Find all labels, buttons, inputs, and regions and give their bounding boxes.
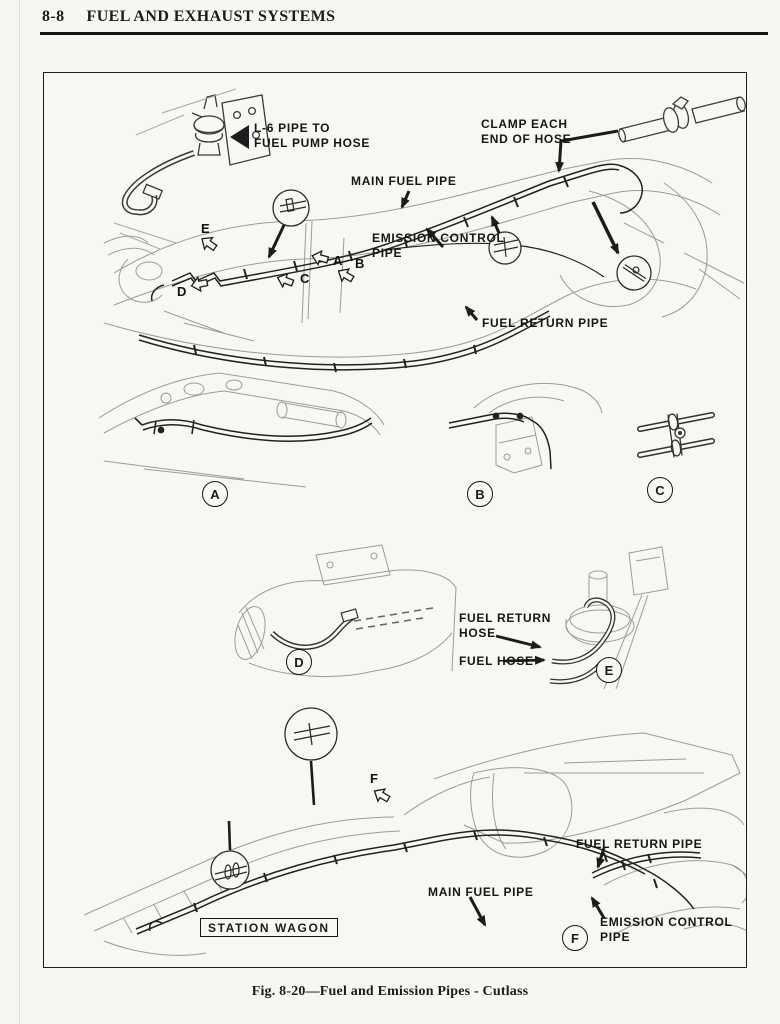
detail-view-e-hoses [549, 597, 616, 685]
label-emission-control-pipe-top: EMISSION CONTROL PIPE [372, 231, 505, 261]
pointer-letter-b: B [355, 256, 365, 271]
detail-view-a-pipes [134, 417, 373, 442]
label-l6-pipe-to-fuel-pump-hose: L-6 PIPE TO FUEL PUMP HOSE [254, 121, 371, 151]
label-fuel-return-hose: FUEL RETURN HOSE [459, 611, 552, 641]
wagon-fuel-pipes-art [135, 829, 702, 935]
callout-arrows [267, 129, 620, 321]
pointer-letter-e: E [201, 221, 210, 236]
label-fuel-hose: FUEL HOSE [459, 654, 534, 668]
page-header: 8-8 FUEL AND EXHAUST SYSTEMS [42, 8, 335, 26]
label-fuel-return-pipe-top: FUEL RETURN PIPE [482, 316, 609, 330]
fuel-pump-illustration [113, 88, 271, 250]
detail-view-d-art [234, 544, 457, 677]
pointer-letter-d: D [177, 284, 187, 299]
label-main-fuel-pipe-top: MAIN FUEL PIPE [351, 174, 457, 188]
wagon-label-arrows [468, 847, 606, 927]
upper-fuel-pipes-art [138, 163, 643, 373]
scan-edge-line [19, 0, 20, 1024]
figure-line-art [83, 88, 746, 956]
section-title: FUEL AND EXHAUST SYSTEMS [86, 8, 336, 25]
wagon-callout-circles [210, 707, 338, 890]
label-clamp-each-end-of-hose: CLAMP EACH END OF HOSE [481, 117, 572, 147]
station-wagon-tag: STATION WAGON [200, 918, 338, 937]
figure-frame: L-6 PIPE TO FUEL PUMP HOSE CLAMP EACH EN… [43, 72, 747, 968]
label-main-fuel-pipe-bottom: MAIN FUEL PIPE [428, 885, 534, 899]
pointer-letter-f: F [370, 771, 378, 786]
pointer-letter-c: C [300, 271, 310, 286]
view-circle-f: F [562, 925, 588, 951]
figure-caption: Fig. 8-20—Fuel and Emission Pipes - Cutl… [251, 984, 529, 999]
view-circle-b: B [467, 481, 493, 507]
detail-callout-circles [272, 189, 652, 291]
pointer-letter-a: A [333, 253, 343, 268]
detail-view-b-pipes [448, 412, 552, 470]
detail-view-c-art [637, 412, 715, 458]
detail-view-e-label-arrows [495, 634, 546, 665]
view-circle-a: A [202, 481, 228, 507]
hose-clamp-illustration [618, 96, 746, 143]
detail-view-a-art [98, 372, 385, 488]
detail-view-b-art [473, 383, 603, 474]
label-fuel-return-pipe-bottom: FUEL RETURN PIPE [576, 837, 703, 851]
view-circle-e: E [596, 657, 622, 683]
header-rule [40, 32, 768, 35]
l6-label-arrow-icon [230, 125, 249, 149]
label-emission-control-pipe-bottom: EMISSION CONTROL PIPE [600, 915, 733, 945]
chassis-underbody-art [103, 158, 745, 358]
view-circle-d: D [286, 649, 312, 675]
page-number: 8-8 [42, 8, 65, 25]
view-circle-c: C [647, 477, 673, 503]
detail-view-d-hose [270, 608, 359, 670]
